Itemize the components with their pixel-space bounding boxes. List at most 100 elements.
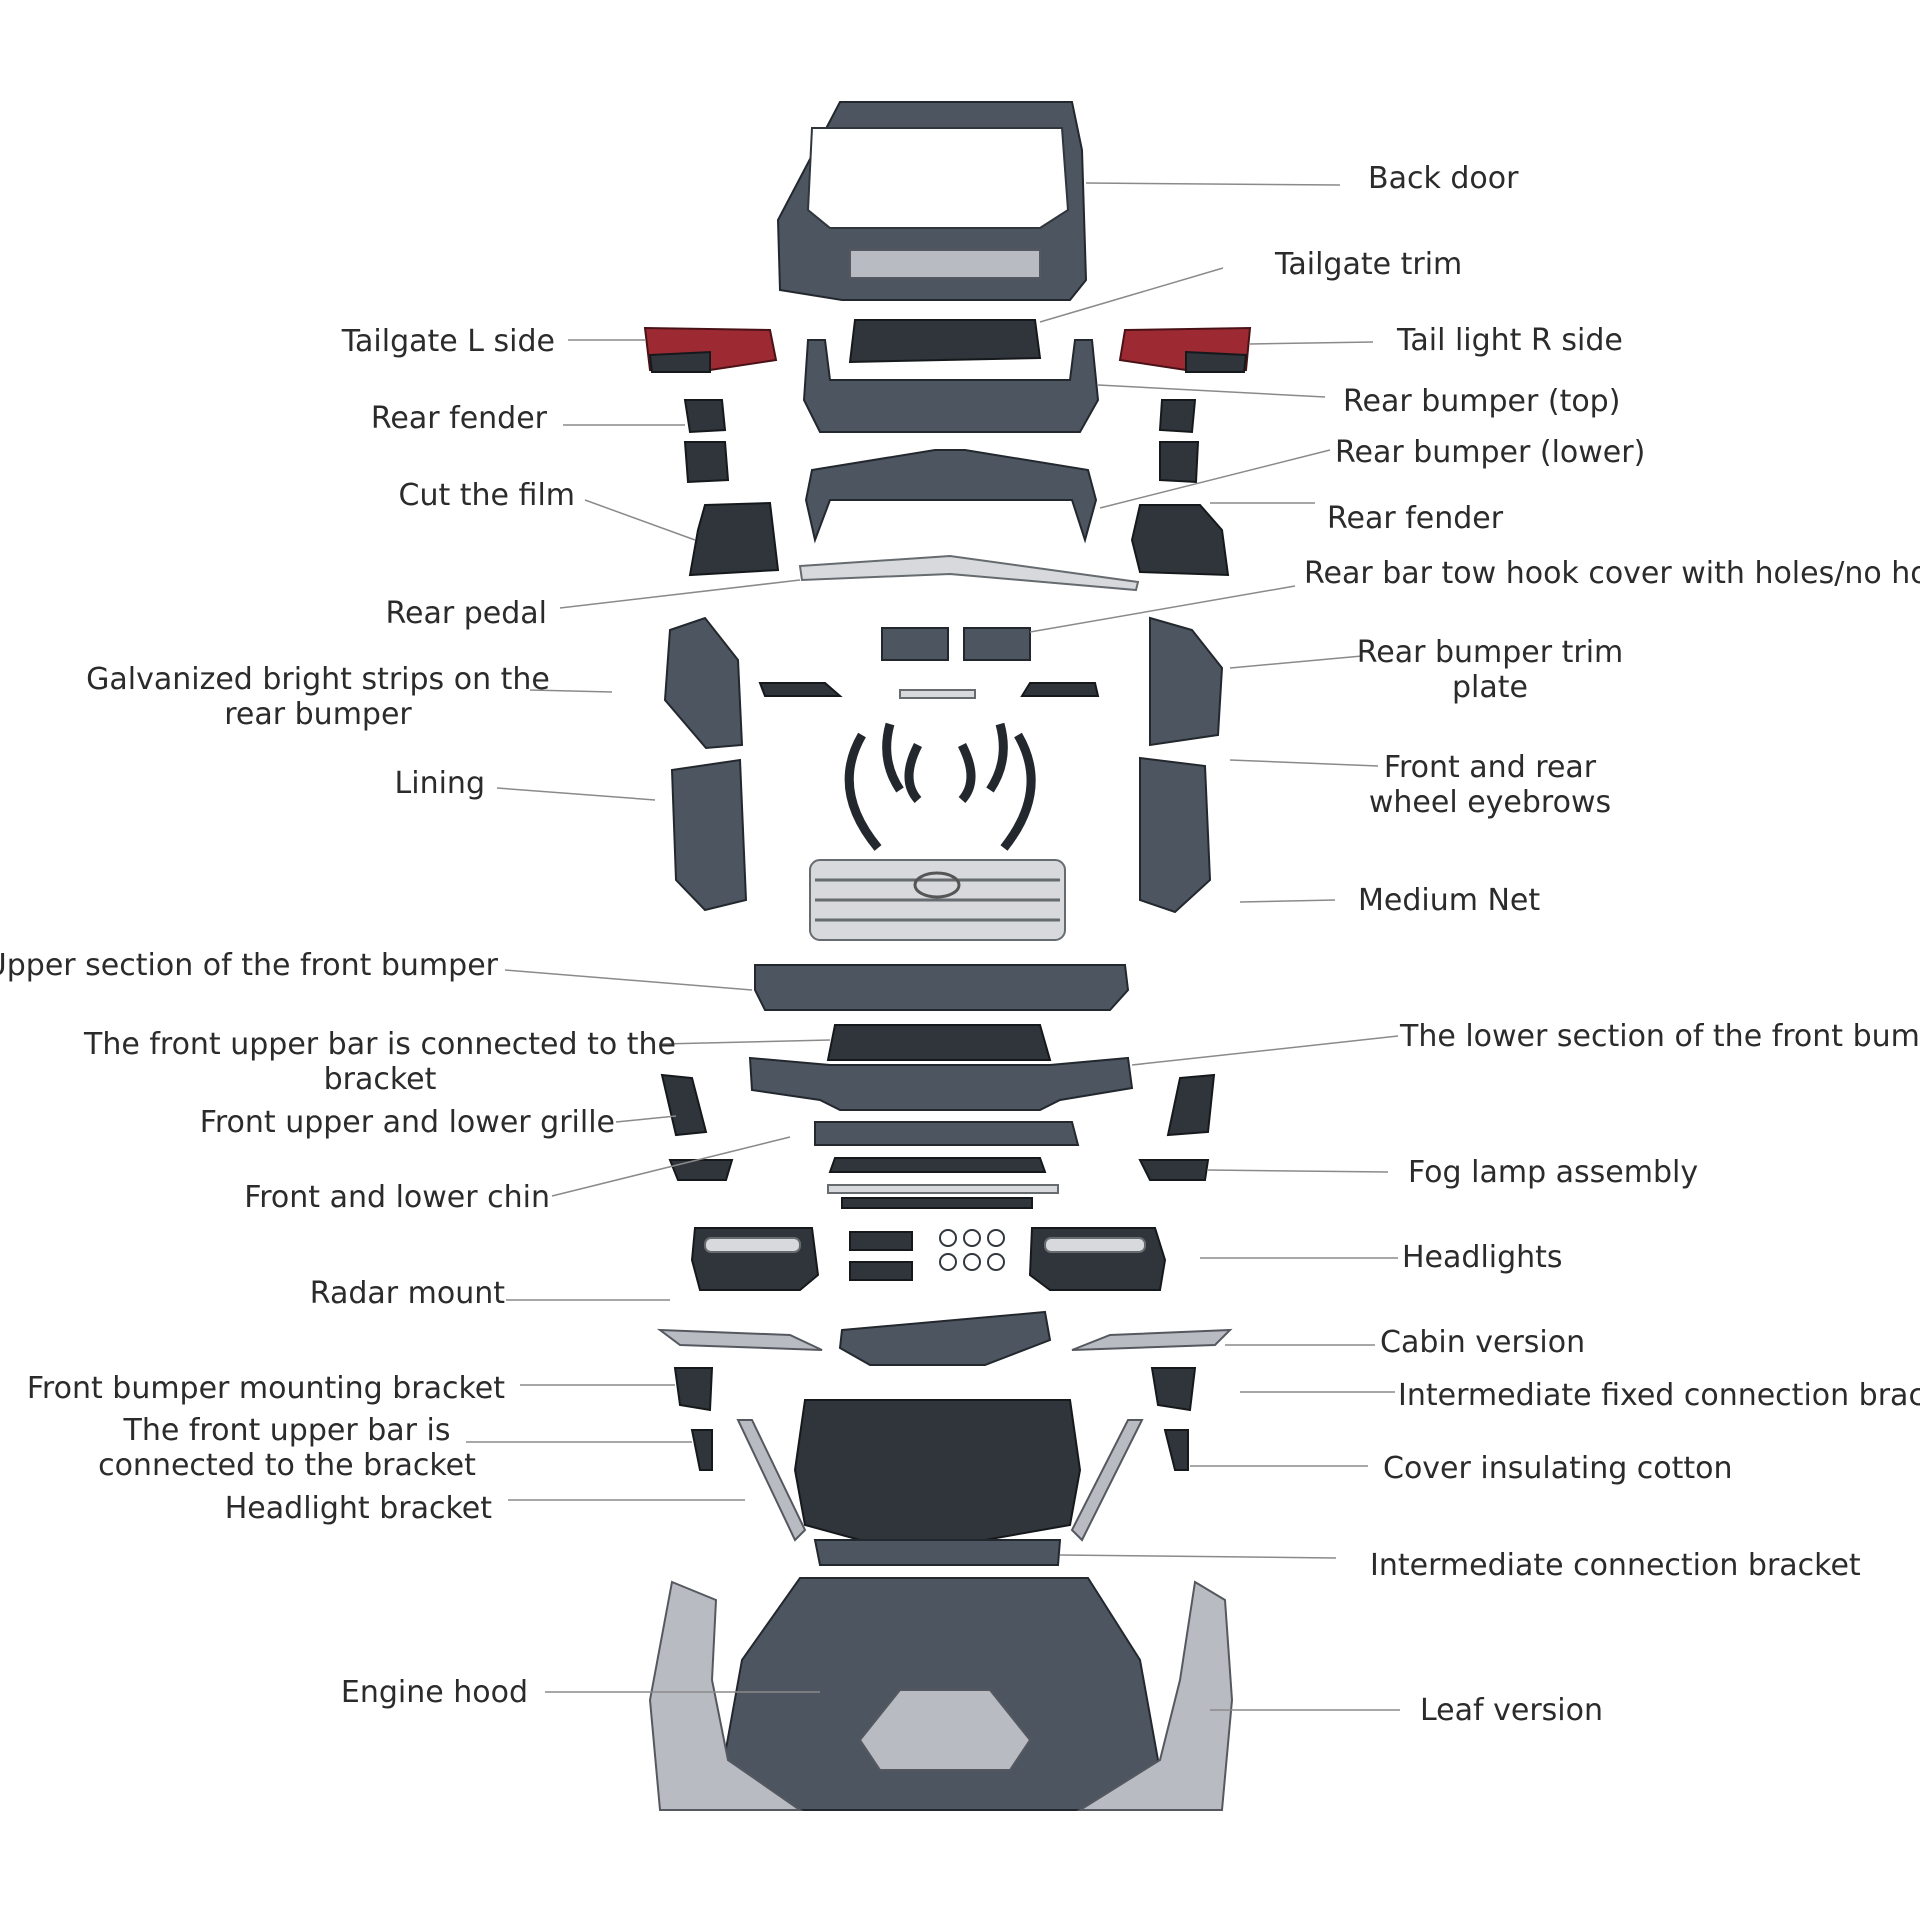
label-leaf-version: Leaf version (1420, 1693, 1603, 1728)
tail-light-right-part (1118, 326, 1252, 373)
front-lower-bar-part (841, 1197, 1033, 1209)
leader-tail-light-r-side (1249, 341, 1374, 345)
cut-the-film-right-part (1130, 504, 1230, 577)
label-front-upper-bar-line1: The front upper bar is connected to the (83, 1027, 676, 1062)
label-front-lower-chin: Front and lower chin (244, 1180, 550, 1215)
label-engine-hood: Engine hood (341, 1675, 528, 1710)
headlight-left-part (690, 1227, 820, 1291)
label-front-upper-bar-line2: bracket (324, 1062, 437, 1097)
lining-right-lower-part (1139, 756, 1212, 914)
leader-front-grille (615, 1115, 677, 1123)
intermediate-connection-bracket-part (813, 1539, 1062, 1566)
label-front-upper-bar2-line2: connected to the bracket (98, 1448, 476, 1483)
leader-tailgate-trim (1039, 267, 1224, 323)
leader-rear-pedal (559, 579, 801, 609)
label-cabin-version: Cabin version (1380, 1325, 1585, 1360)
leader-front-lower-chin (551, 1136, 791, 1197)
headlight-bracket-left-part (736, 1419, 807, 1542)
leader-rear-bumper-lower (1099, 449, 1331, 509)
label-upper-front-bumper: Upper section of the front bumper (0, 948, 499, 983)
leader-rear-bumper-top (1097, 384, 1326, 398)
leader-rear-bumper-trim (1229, 655, 1363, 669)
lining-left-lower-part (670, 758, 748, 912)
galvanized-strips-part (758, 682, 1100, 699)
labels: Back door Tailgate trim Tailgate L side … (0, 161, 1920, 1728)
label-back-door: Back door (1368, 161, 1519, 196)
leaf-left-part (648, 1580, 804, 1811)
leader-lines (466, 182, 1400, 1711)
cabin-version-center-part (838, 1310, 1052, 1366)
lining-left-upper-part (663, 616, 744, 750)
label-tail-light-r-side: Tail light R side (1396, 323, 1623, 358)
label-wheel-eyebrows-line1: Front and rear (1384, 750, 1597, 785)
leader-intermediate-connection (1059, 1554, 1337, 1559)
leader-wheel-eyebrows (1229, 759, 1379, 767)
label-rear-bumper-trim-line1: Rear bumper trim (1357, 635, 1624, 670)
front-bumper-mounting-bracket-left-part (673, 1367, 714, 1412)
label-rear-fender-right: Rear fender (1327, 501, 1504, 536)
tailgate-trim-part (848, 319, 1042, 364)
cabin-version-right-part (1071, 1328, 1233, 1351)
label-medium-net: Medium Net (1358, 883, 1540, 918)
label-cover-insulating: Cover insulating cotton (1383, 1451, 1733, 1486)
engine-hood-part (722, 1577, 1160, 1811)
cabin-version-left-part (656, 1328, 823, 1351)
label-tailgate-l-side: Tailgate L side (341, 324, 555, 359)
medium-net-part (809, 859, 1066, 941)
tail-light-left-part (643, 326, 778, 373)
label-galvanized-line2: rear bumper (224, 697, 412, 732)
label-rear-bumper-top: Rear bumper (top) (1343, 384, 1620, 419)
back-door-part (776, 101, 1088, 301)
cover-insulating-cotton-part (793, 1399, 1082, 1541)
leader-galvanized (529, 689, 613, 693)
front-upper-bar-bracket-right-part (1163, 1429, 1189, 1471)
leader-cut-the-film (584, 499, 696, 541)
lower-front-bumper-part (748, 1056, 1134, 1111)
label-galvanized-line1: Galvanized bright strips on the (86, 662, 550, 697)
leaf-right-part (1076, 1580, 1234, 1811)
rear-bumper-lower-part (804, 449, 1098, 544)
label-rear-pedal: Rear pedal (386, 596, 547, 631)
label-headlight-bracket: Headlight bracket (225, 1491, 492, 1526)
headlight-right-part (1028, 1227, 1167, 1291)
leader-fog-lamp (1207, 1169, 1389, 1173)
leader-medium-net (1239, 899, 1336, 903)
front-upper-bar-bracket-left-part (690, 1429, 713, 1471)
label-radar-mount: Radar mount (310, 1276, 505, 1311)
leader-upper-front-bumper (504, 969, 753, 991)
label-rear-bar-tow-hook: Rear bar tow hook cover with holes/no ho… (1304, 556, 1920, 591)
label-lining: Lining (395, 766, 485, 801)
label-intermediate-connection: Intermediate connection bracket (1370, 1548, 1861, 1583)
fog-lamp-left-part (668, 1159, 734, 1181)
rear-bumper-top-part (802, 339, 1100, 433)
rear-pedal-part (798, 554, 1140, 592)
cut-the-film-left-part (688, 501, 780, 577)
upper-front-bumper-part (754, 964, 1130, 1011)
label-cut-the-film: Cut the film (399, 478, 575, 513)
label-rear-bumper-trim-line2: plate (1452, 670, 1528, 705)
label-lower-front-bumper: The lower section of the front bumper (1399, 1019, 1920, 1054)
rear-fender-right-part (1158, 399, 1200, 484)
label-rear-fender-left: Rear fender (371, 401, 548, 436)
leader-lining (496, 787, 656, 801)
label-headlights: Headlights (1402, 1240, 1563, 1275)
lining-right-upper-part (1149, 616, 1224, 747)
front-lower-strip-part (827, 1184, 1059, 1194)
fog-lamp-right-part (1138, 1159, 1210, 1181)
headlight-bracket-right-part (1070, 1419, 1144, 1542)
label-rear-bumper-lower: Rear bumper (lower) (1335, 435, 1645, 470)
front-bumper-mounting-bracket-right-part (1150, 1367, 1197, 1412)
front-grille-left-part (660, 1073, 708, 1137)
label-tailgate-trim: Tailgate trim (1274, 247, 1462, 282)
leader-front-upper-bar (661, 1039, 831, 1045)
label-front-grille: Front upper and lower grille (200, 1105, 615, 1140)
front-upper-bar-part (826, 1024, 1052, 1061)
label-front-bumper-mounting: Front bumper mounting bracket (27, 1371, 505, 1406)
front-chin-part (814, 1121, 1080, 1146)
tow-hook-cover-right-part (963, 627, 1031, 661)
label-wheel-eyebrows-line2: wheel eyebrows (1369, 785, 1611, 820)
front-lower-lip-part (828, 1157, 1047, 1173)
rear-fender-left-part (683, 399, 730, 484)
label-fog-lamp: Fog lamp assembly (1408, 1155, 1698, 1190)
